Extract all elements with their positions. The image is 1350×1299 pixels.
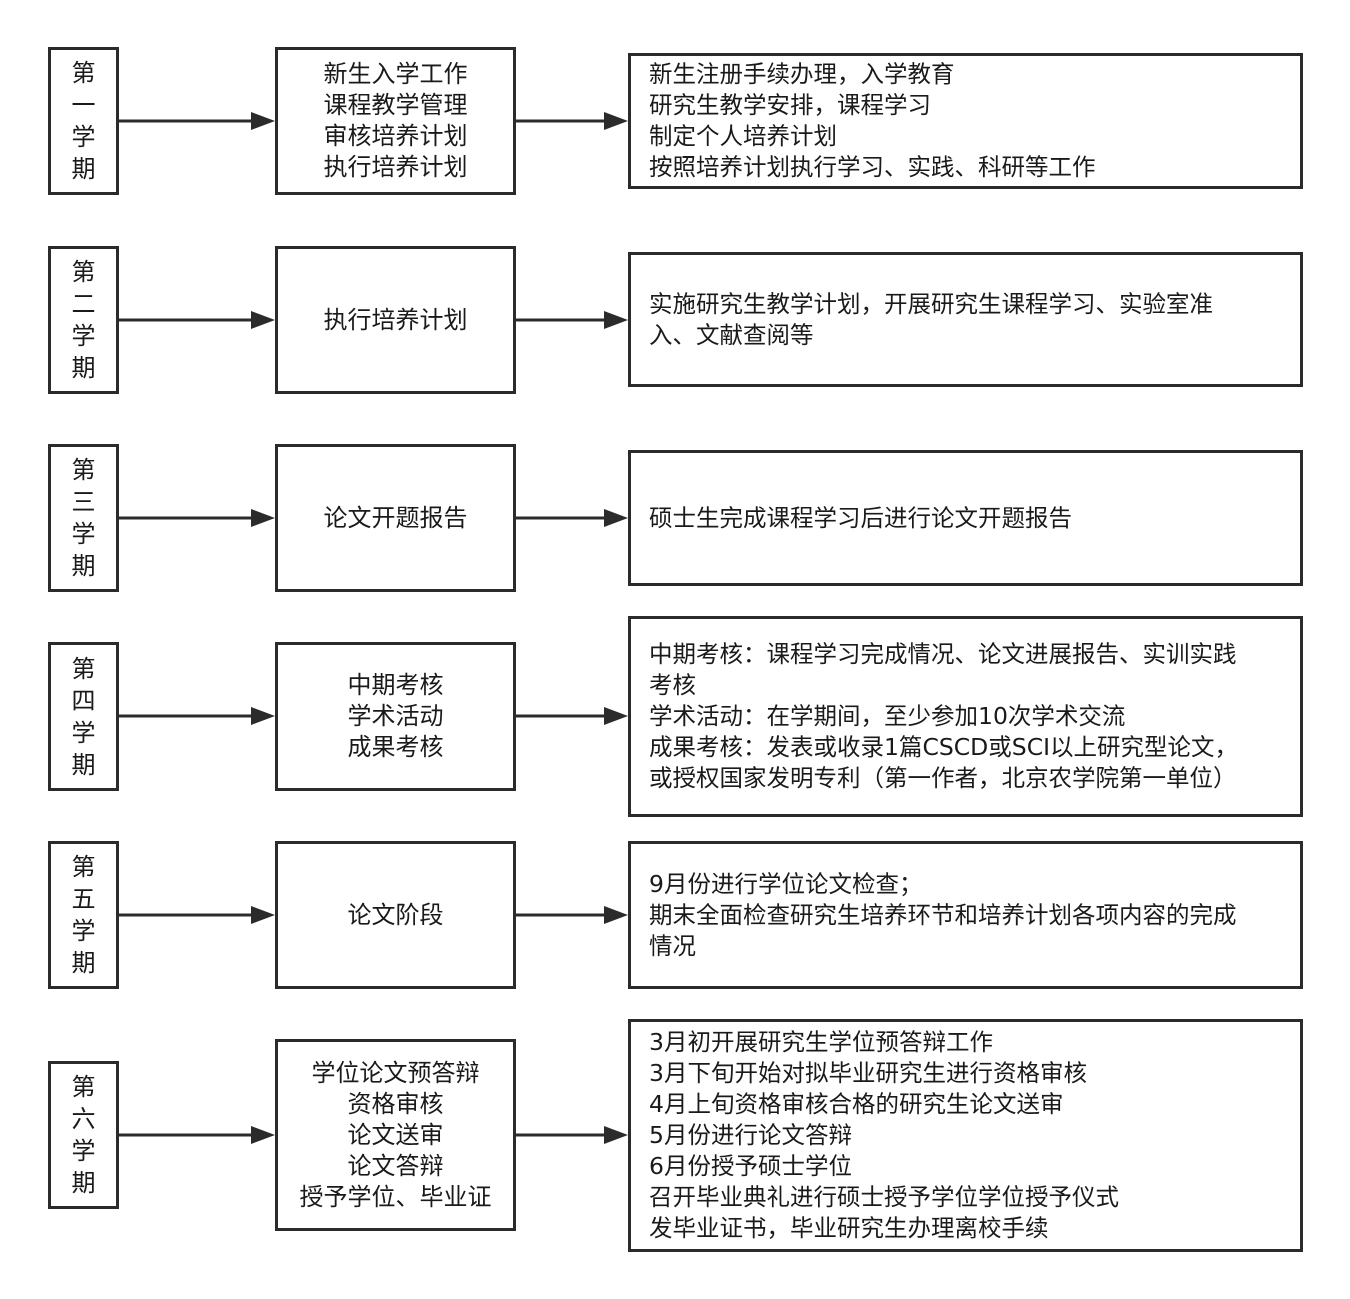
detail-box-line: 3月初开展研究生学位预答辩工作 — [649, 1028, 993, 1056]
detail-box-line: 硕士生完成课程学习后进行论文开题报告 — [649, 503, 1072, 532]
detail-box: 实施研究生教学计划，开展研究生课程学习、实验室准入、文献查阅等 — [628, 252, 1303, 387]
term-box-line: 六 — [71, 1105, 96, 1133]
term-box-line: 期 — [71, 750, 96, 779]
task-box-line: 新生入学工作 — [323, 60, 468, 88]
term-box-line: 一 — [71, 91, 96, 119]
term-box: 第五学期 — [48, 841, 119, 989]
term-box-line: 第 — [71, 59, 96, 87]
task-box-line: 论文阶段 — [347, 900, 444, 929]
detail-box-line: 新生注册手续办理，入学教育 — [649, 60, 955, 88]
detail-box: 9月份进行学位论文检查；期末全面检查研究生培养环节和培养计划各项内容的完成情况 — [628, 841, 1303, 989]
arrow-task-to-detail-head — [604, 509, 628, 527]
term-box-line: 期 — [71, 155, 96, 183]
term-box: 第二学期 — [48, 246, 119, 394]
detail-box-line: 入、文献查阅等 — [649, 320, 814, 349]
arrow-task-to-detail-head — [604, 906, 628, 924]
term-box-line: 五 — [71, 885, 96, 913]
task-box-line: 授予学位、毕业证 — [299, 1182, 492, 1211]
term-box-line: 第 — [71, 853, 96, 881]
term-box-line: 第 — [71, 456, 96, 484]
detail-box-line: 期末全面检查研究生培养环节和培养计划各项内容的完成 — [649, 900, 1237, 929]
term-box-line: 学 — [71, 1137, 96, 1165]
detail-box: 3月初开展研究生学位预答辩工作 3月下旬开始对拟毕业研究生进行资格审核 4月上旬资格… — [628, 1019, 1303, 1252]
arrow-term-to-task-head — [251, 707, 275, 725]
term-box-line: 学 — [71, 520, 96, 548]
term-box-line: 第 — [71, 654, 96, 683]
task-box-line: 资格审核 — [347, 1089, 444, 1118]
detail-box-line: 制定个人培养计划 — [649, 122, 837, 150]
task-box: 论文开题报告 — [275, 444, 516, 592]
arrow-term-to-task-head — [251, 311, 275, 329]
task-box: 新生入学工作课程教学管理审核培养计划执行培养计划 — [275, 47, 516, 195]
term-box-line: 期 — [71, 1169, 96, 1197]
term-box: 第六学期 — [48, 1061, 119, 1209]
term-box-line: 四 — [71, 686, 96, 715]
term-box-line: 期 — [71, 552, 96, 580]
task-box-line: 审核培养计划 — [323, 122, 468, 150]
detail-box-line: 召开毕业典礼进行硕士授予学位学位授予仪式 — [649, 1183, 1119, 1211]
detail-box: 硕士生完成课程学习后进行论文开题报告 — [628, 450, 1303, 586]
term-box: 第一学期 — [48, 47, 119, 195]
task-box-line: 论文送审 — [347, 1120, 444, 1149]
term-box-line: 二 — [71, 290, 96, 318]
detail-box-line: 学术活动：在学期间，至少参加10次学术交流 — [649, 702, 1126, 730]
task-box: 中期考核学术活动成果考核 — [275, 642, 516, 791]
arrow-term-to-task-head — [251, 1126, 275, 1144]
arrow-term-to-task-head — [251, 509, 275, 527]
detail-box-line: 5月份进行论文答辩 — [649, 1121, 852, 1149]
task-box: 论文阶段 — [275, 841, 516, 989]
detail-box: 中期考核：课程学习完成情况、论文进展报告、实训实践考核学术活动：在学期间，至少参… — [628, 616, 1303, 817]
detail-box-line: 中期考核：课程学习完成情况、论文进展报告、实训实践 — [649, 640, 1237, 668]
term-box-line: 第 — [71, 1073, 96, 1101]
task-box-line: 论文开题报告 — [323, 503, 468, 532]
task-box-line: 中期考核 — [347, 671, 444, 699]
arrow-term-to-task-head — [251, 906, 275, 924]
term-box-line: 学 — [71, 322, 96, 350]
term-box: 第四学期 — [48, 642, 119, 791]
detail-box-line: 9月份进行学位论文检查； — [649, 869, 923, 898]
task-box: 执行培养计划 — [275, 246, 516, 394]
detail-box-line: 按照培养计划执行学习、实践、科研等工作 — [649, 153, 1096, 181]
task-box-line: 学术活动 — [347, 702, 444, 730]
detail-box-line: 或授权国家发明专利（第一作者，北京农学院第一单位） — [649, 764, 1237, 792]
detail-box-line: 实施研究生教学计划，开展研究生课程学习、实验室准 — [649, 289, 1213, 318]
task-box-line: 执行培养计划 — [323, 153, 468, 181]
detail-box-line: 6月份授予硕士学位 — [649, 1152, 852, 1180]
term-box-line: 第 — [71, 258, 96, 286]
detail-box-line: 发毕业证书，毕业研究生办理离校手续 — [649, 1214, 1049, 1242]
task-box-line: 课程教学管理 — [323, 91, 468, 119]
term-box-line: 学 — [71, 718, 96, 747]
detail-box-line: 考核 — [649, 671, 696, 699]
term-box-line: 学 — [71, 917, 96, 945]
term-box-line: 学 — [71, 123, 96, 151]
term-box-line: 三 — [71, 488, 96, 516]
detail-box-line: 3月下旬开始对拟毕业研究生进行资格审核 — [649, 1059, 1087, 1087]
detail-box-line: 情况 — [649, 931, 696, 960]
arrow-task-to-detail-head — [604, 112, 628, 130]
term-box-line: 期 — [71, 354, 96, 382]
task-box-line: 执行培养计划 — [323, 305, 468, 334]
arrow-term-to-task-head — [251, 112, 275, 130]
arrow-task-to-detail-head — [604, 311, 628, 329]
task-box-line: 成果考核 — [347, 733, 444, 761]
term-box-line: 期 — [71, 949, 96, 977]
detail-box-line: 成果考核：发表或收录1篇CSCD或SCI以上研究型论文， — [649, 733, 1239, 761]
task-box: 学位论文预答辩资格审核论文送审论文答辩授予学位、毕业证 — [275, 1039, 516, 1231]
detail-box: 新生注册手续办理，入学教育研究生教学安排，课程学习制定个人培养计划按照培养计划执… — [628, 53, 1303, 189]
arrow-task-to-detail-head — [604, 1126, 628, 1144]
task-box-line: 论文答辩 — [347, 1151, 444, 1180]
detail-box-line: 研究生教学安排，课程学习 — [649, 91, 931, 119]
arrow-task-to-detail-head — [604, 707, 628, 725]
term-box: 第三学期 — [48, 444, 119, 592]
task-box-line: 学位论文预答辩 — [311, 1058, 480, 1087]
detail-box-line: 4月上旬资格审核合格的研究生论文送审 — [649, 1090, 1064, 1118]
